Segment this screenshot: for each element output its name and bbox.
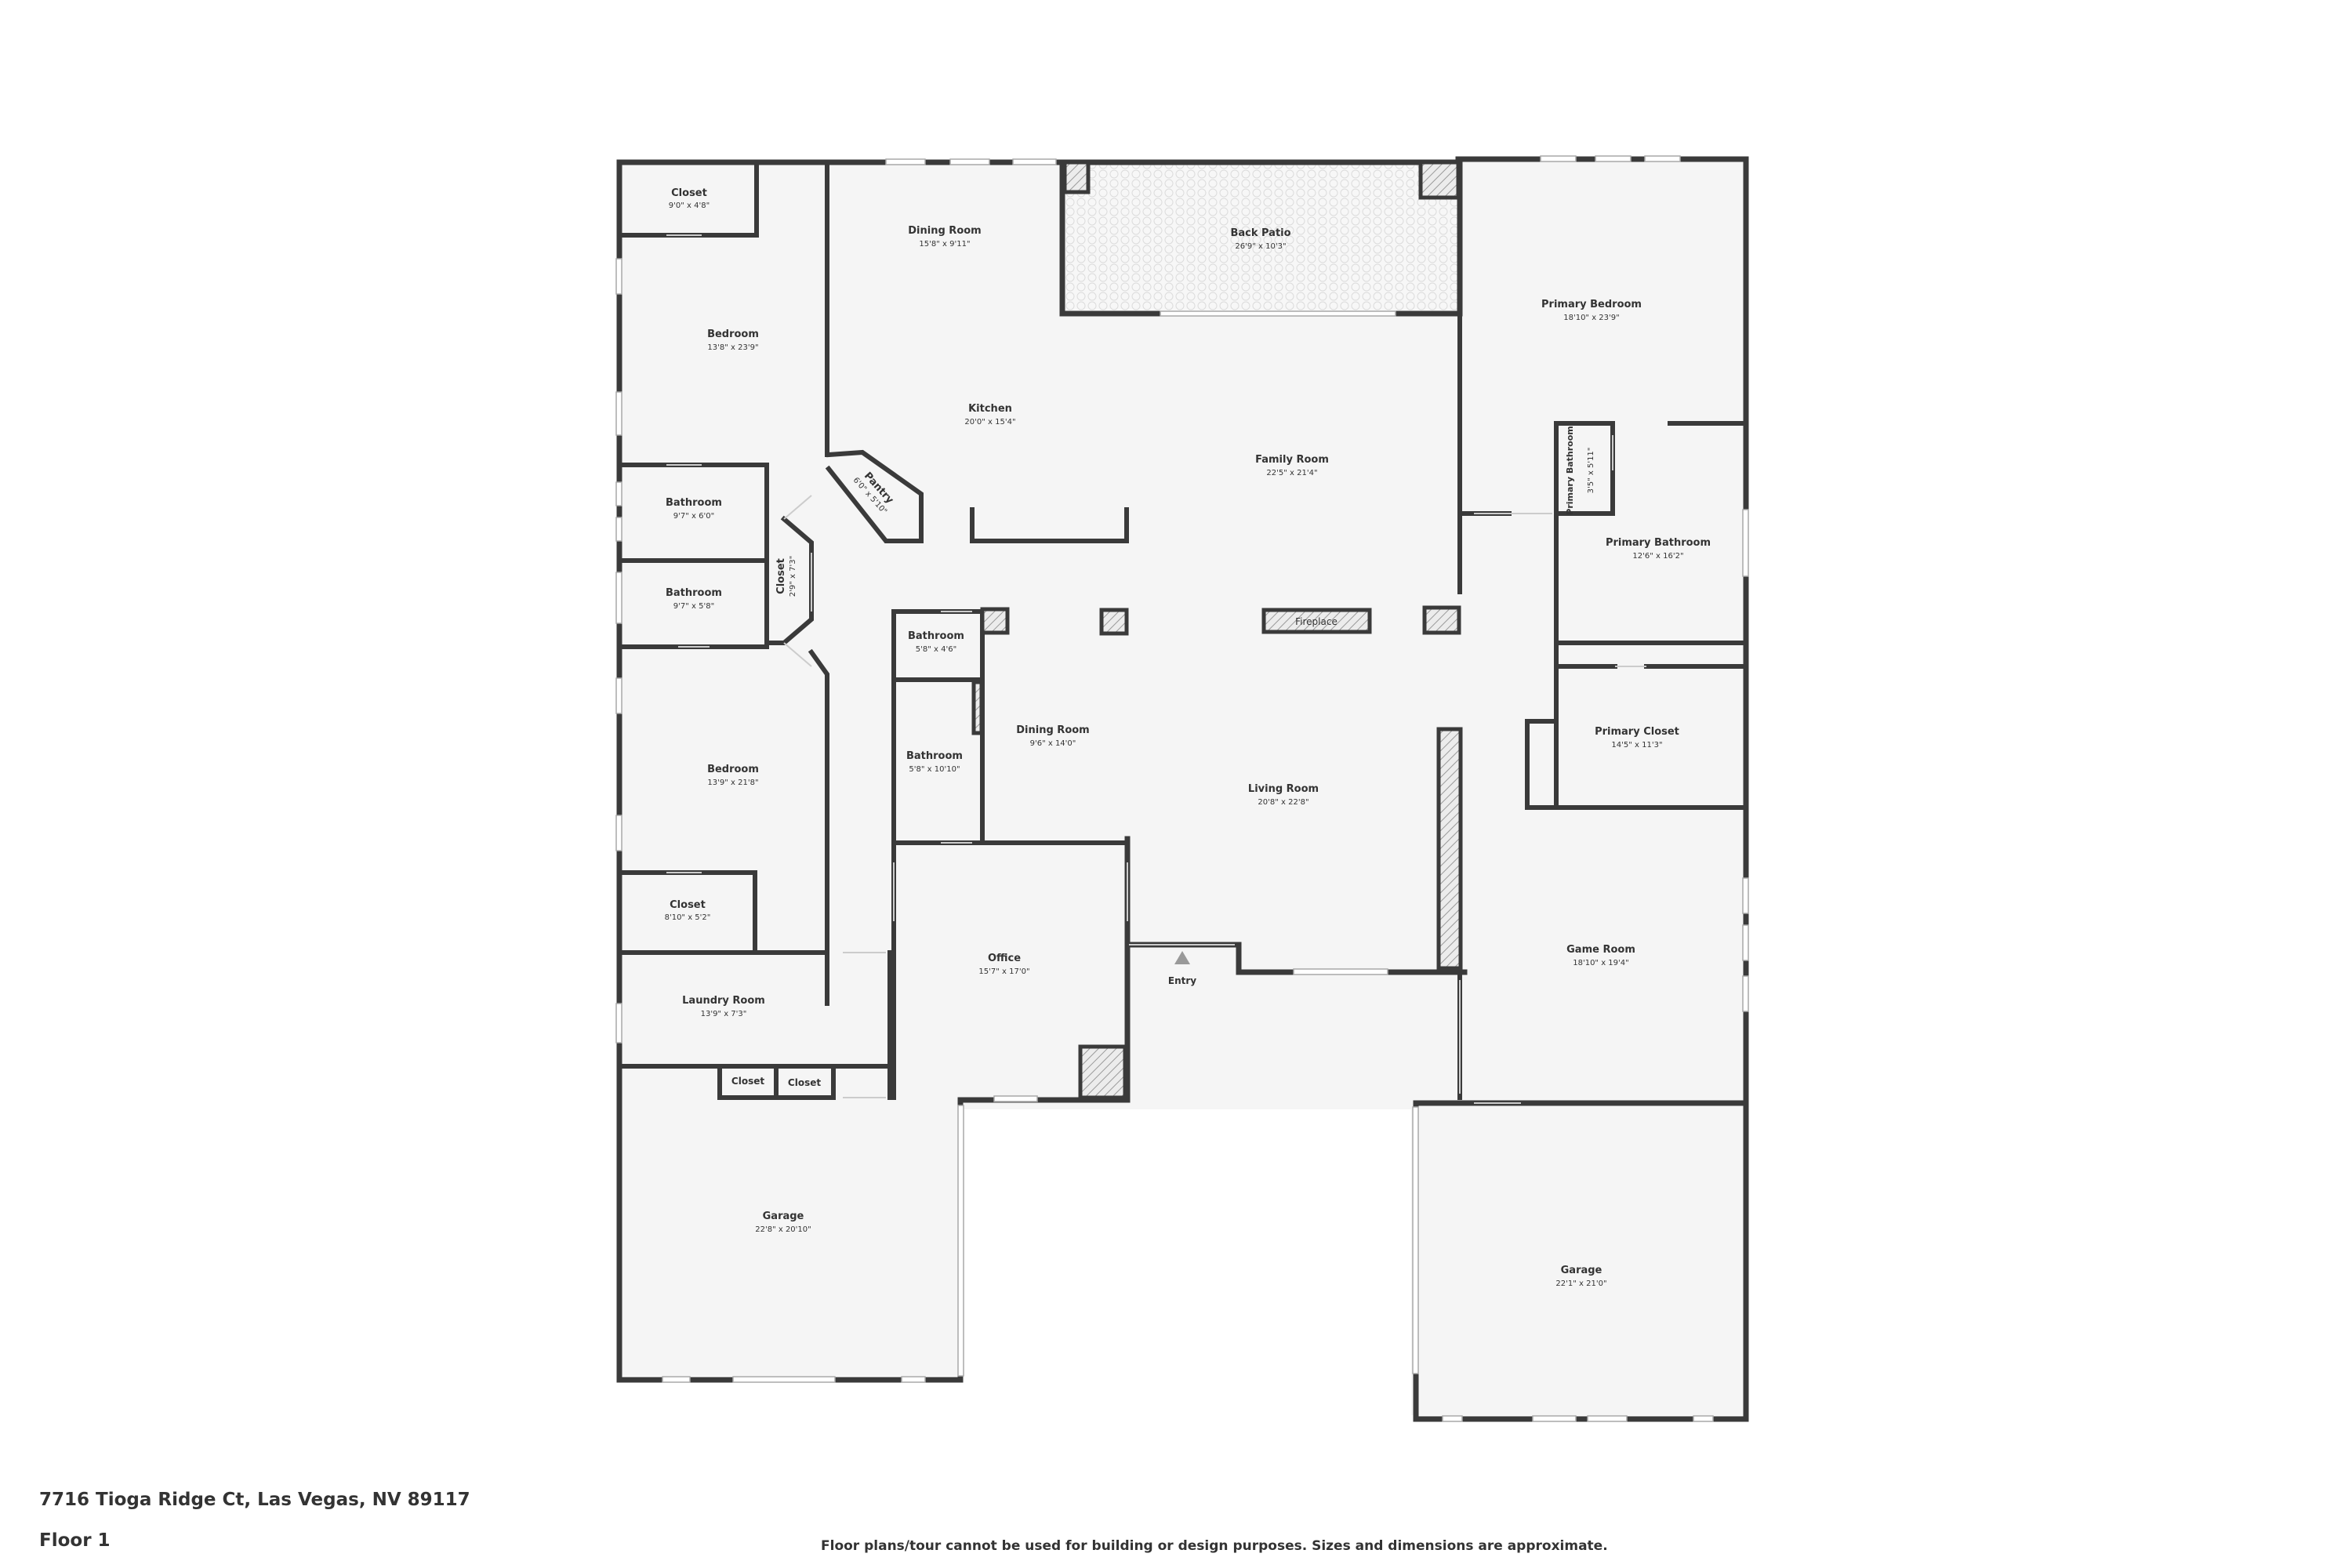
room-dim: 9'7" x 6'0" (673, 512, 714, 521)
room-name: Game Room (1566, 944, 1635, 956)
room-name: Primary Bathroom (1565, 426, 1575, 514)
room-dim: 9'6" x 14'0" (1030, 739, 1076, 748)
room-dim: 22'1" x 21'0" (1555, 1279, 1606, 1288)
room-name: Kitchen (968, 403, 1012, 415)
room-dim: 5'8" x 4'6" (916, 645, 956, 654)
structural-columns (971, 160, 1463, 1100)
back-patio-paving (1062, 162, 1462, 315)
room-name: Bathroom (666, 497, 722, 509)
room-dim: 15'8" x 9'11" (919, 240, 970, 249)
room-name: Bedroom (707, 764, 759, 775)
room-dim: 9'0" x 4'8" (669, 201, 710, 210)
room-dim: 13'9" x 21'8" (707, 779, 758, 787)
room-dim: 14'5" x 11'3" (1611, 741, 1662, 750)
room-name: Garage (1561, 1265, 1602, 1276)
room-name: Bedroom (707, 328, 759, 340)
room-name: Closet (670, 899, 706, 911)
room-name: Laundry Room (682, 995, 765, 1007)
fireplace (1261, 608, 1372, 634)
entry-arrow-icon (1174, 951, 1190, 964)
room-dim: 9'7" x 5'8" (673, 602, 714, 611)
room-name: Closet (775, 558, 787, 594)
room-dim: 12'6" x 16'2" (1632, 552, 1683, 561)
room-dim: 18'10" x 19'4" (1573, 959, 1629, 967)
room-dim: 15'7" x 17'0" (978, 967, 1029, 976)
room-name: Closet (731, 1076, 764, 1087)
room-name: Garage (763, 1210, 804, 1222)
room-dim: 3'5" x 5'11" (1587, 448, 1595, 494)
room-dim: 22'5" x 21'4" (1266, 469, 1317, 477)
entry-label: Entry (1168, 975, 1196, 986)
room-name: Primary Bathroom (1606, 537, 1711, 549)
room-name: Office (988, 953, 1021, 964)
room-name: Primary Closet (1595, 726, 1679, 738)
room-dim: 20'0" x 15'4" (964, 418, 1015, 426)
room-dim: 26'9" x 10'3" (1235, 242, 1286, 251)
room-name: Dining Room (1016, 724, 1089, 736)
room-name: Living Room (1248, 783, 1319, 795)
room-dim: 20'8" x 22'8" (1258, 798, 1308, 807)
room-name: Closet (671, 187, 707, 199)
disclaimer-text: Floor plans/tour cannot be used for buil… (821, 1538, 1608, 1554)
room-dim: 18'10" x 23'9" (1563, 314, 1620, 322)
room-dim: 13'8" x 23'9" (707, 343, 758, 352)
door-openings (666, 234, 1646, 1104)
windows (615, 155, 1749, 1422)
room-dim: 22'8" x 20'10" (755, 1225, 811, 1234)
room-dim: 2'9" x 7'3" (789, 556, 797, 597)
room-name: Family Room (1255, 454, 1329, 466)
room-dim: 13'9" x 7'3" (701, 1010, 747, 1018)
interior-walls (619, 162, 1748, 1100)
room-dim: 5'8" x 10'10" (909, 765, 960, 774)
room-name: Bathroom (906, 750, 963, 762)
room-name: Closet (788, 1077, 821, 1088)
room-name: Dining Room (908, 225, 981, 237)
property-address: 7716 Tioga Ridge Ct, Las Vegas, NV 89117 (39, 1490, 470, 1510)
floor-label: Floor 1 (39, 1530, 111, 1551)
room-name: Bathroom (908, 630, 964, 642)
fireplace-label: Fireplace (1295, 616, 1338, 627)
room-dim: 8'10" x 5'2" (665, 913, 711, 922)
room-name: Back Patio (1230, 227, 1290, 239)
room-name: Bathroom (666, 587, 722, 599)
room-name: Primary Bedroom (1541, 299, 1642, 310)
